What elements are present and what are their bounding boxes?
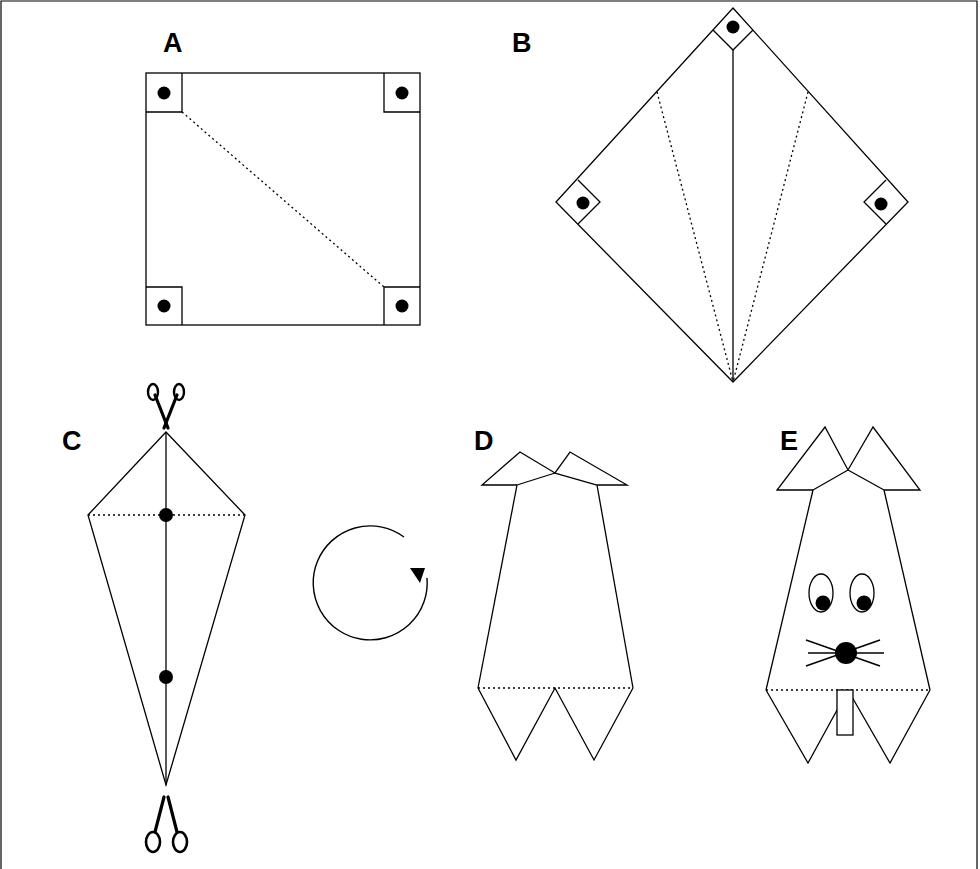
step-e-dog xyxy=(766,427,930,763)
step-a-square xyxy=(146,73,420,325)
step-letter: B xyxy=(512,30,532,57)
step-c-kite xyxy=(88,432,245,785)
step-letter: C xyxy=(62,428,82,455)
step-letter: D xyxy=(474,428,494,455)
step-b-diamond xyxy=(556,8,908,382)
step-letter: E xyxy=(780,428,798,455)
step-d-shape xyxy=(478,452,633,760)
scissors-symbol xyxy=(148,384,184,428)
step-letter: A xyxy=(163,30,183,57)
rotate-arrow xyxy=(313,526,427,640)
scissors-symbol xyxy=(146,797,187,852)
